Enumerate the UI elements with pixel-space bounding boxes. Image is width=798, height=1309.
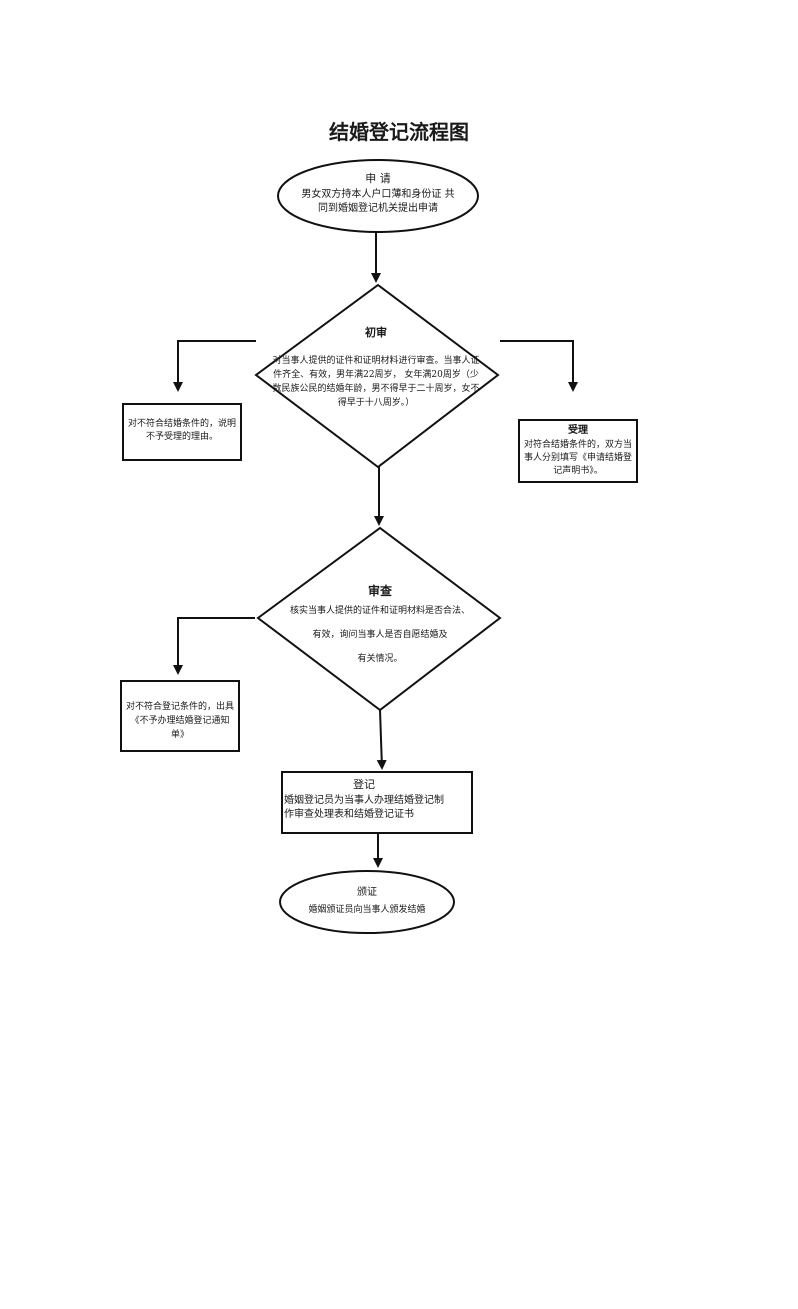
- initial-review-body: 对当事人提供的证件和证明材料进行审查。当事人证件齐全、有效，男年满22周岁， 女…: [272, 356, 480, 408]
- apply-body: 男女双方持本人户口薄和身份证 共同到婚姻登记机关提出申请: [301, 189, 455, 214]
- examine-line1: 核实当事人提供的证件和证明材料是否合法、: [289, 606, 470, 616]
- examine-line3: 有关情况。: [357, 654, 403, 664]
- arrow-examine-to-reject2: [173, 617, 255, 675]
- certificate-ellipse: [279, 870, 455, 934]
- examine-heading: 审查: [367, 584, 392, 598]
- certificate-node-text: 颁证 婚姻颁证员向当事人颁发结婚: [292, 886, 442, 917]
- accept-heading: 受理: [568, 425, 588, 436]
- chart-title: 结婚登记流程图: [329, 120, 469, 144]
- arrow-review-to-accept: [500, 340, 578, 392]
- register-heading: 登记: [353, 778, 375, 791]
- certificate-heading: 颁证: [357, 887, 377, 898]
- apply-heading: 申 请: [365, 172, 391, 185]
- apply-node-text: 申 请 男女双方持本人户口薄和身份证 共同到婚姻登记机关提出申请: [300, 172, 456, 216]
- register-body: 婚姻登记员为当事人办理结婚登记制作审查处理表和结婚登记证书: [284, 795, 444, 820]
- accept-body: 对符合结婚条件的，双方当事人分别填写《申请结婚登记声明书》。: [524, 440, 633, 476]
- initial-review-heading: 初审: [365, 326, 387, 339]
- reject2-body: 对不符合登记条件的，出具《不予办理结婚登记通知单》: [126, 702, 235, 740]
- arrow-review-to-reject1: [173, 340, 256, 392]
- certificate-body: 婚姻颁证员向当事人颁发结婚: [308, 905, 426, 915]
- register-node-text: 登记 婚姻登记员为当事人办理结婚登记制作审查处理表和结婚登记证书: [284, 778, 444, 822]
- arrow-examine-to-register: [376, 709, 387, 770]
- reject1-box: [122, 403, 242, 461]
- accept-box: [518, 419, 638, 483]
- reject1-body: 对不符合结婚条件的，说明不予受理的理由。: [128, 419, 237, 442]
- reject1-node-text: 对不符合结婚条件的，说明不予受理的理由。: [128, 418, 236, 444]
- reject2-box: [120, 680, 240, 752]
- examine-line2: 有效，询问当事人是否自愿结婚及: [312, 630, 448, 640]
- examine-node-text: 审查 核实当事人提供的证件和证明材料是否合法、 有效，询问当事人是否自愿结婚及 …: [272, 584, 488, 666]
- reject2-node-text: 对不符合登记条件的，出具《不予办理结婚登记通知单》: [126, 700, 234, 742]
- apply-ellipse: [277, 159, 479, 233]
- accept-node-text: 受理 对符合结婚条件的，双方当事人分别填写《申请结婚登记声明书》。: [524, 424, 632, 478]
- initial-review-node-text: 初审 对当事人提供的证件和证明材料进行审查。当事人证件齐全、有效，男年满22周岁…: [270, 326, 482, 410]
